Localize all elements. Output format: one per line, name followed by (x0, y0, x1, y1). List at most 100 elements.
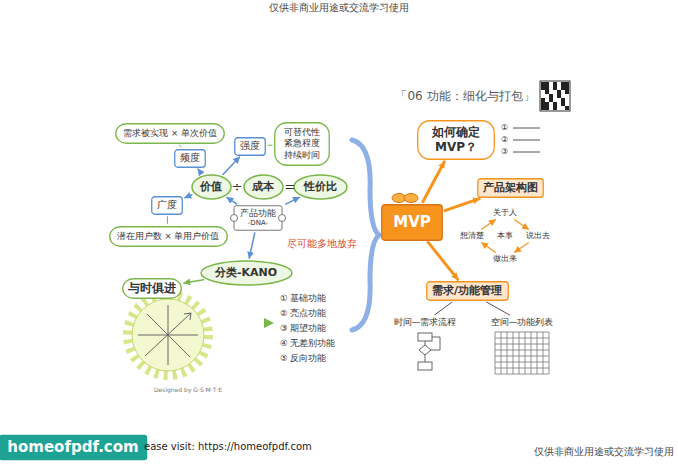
list-lines (513, 128, 540, 152)
node-text: 潜在用户数 × 单用户价值 (117, 231, 220, 242)
box-outline (382, 204, 443, 240)
sun-spikes (128, 295, 208, 375)
cloud-outline (418, 121, 495, 160)
callout-number: ① (501, 123, 508, 133)
qr-module (545, 82, 549, 86)
badge: 与时俱进 (122, 278, 182, 299)
qr-module (545, 106, 549, 110)
qr-module (541, 86, 545, 90)
box-outline (426, 282, 508, 301)
flow-box (418, 333, 432, 341)
node-text: 产品功能 (240, 208, 276, 219)
operator: ÷ (232, 179, 243, 195)
qr-code (540, 81, 570, 111)
connector (167, 216, 168, 223)
node-text: 性价比 (304, 180, 337, 194)
node-text: 需求被实现 × 单次价值 (123, 128, 217, 139)
connector (286, 197, 300, 204)
scroll-roll (279, 215, 286, 222)
connector (223, 157, 240, 174)
connector (185, 195, 192, 198)
watermark: 仅供非商业用途或交流学习使用 (269, 2, 409, 14)
list-item: ③ 期望功能 (280, 323, 326, 333)
connector (515, 243, 529, 253)
node-text: MVP (393, 213, 431, 232)
qr-module (545, 102, 549, 106)
cycle-step: 做出来 (492, 254, 518, 264)
scroll-banner: 产品功能-DNA- (230, 205, 286, 231)
mini-flowchart (418, 333, 440, 370)
connector (515, 220, 529, 230)
qr-module (565, 106, 569, 110)
time-illustration (128, 295, 208, 375)
watermark: 仅供非商业用途或交流学习使用 (534, 446, 674, 458)
topic-ellipse: 分类-KANO (200, 260, 293, 286)
bow-loop (404, 194, 418, 203)
qr-module (561, 98, 565, 102)
cycle-step: 说出去 (525, 231, 551, 241)
qr-module (561, 102, 565, 106)
note-cloud: 可替代性 紧急程度 持续时间 (274, 122, 330, 166)
node-text: 需求/功能管理 (432, 284, 502, 298)
cycle-step: 时间—需求流程 (393, 317, 458, 328)
connector (227, 197, 237, 203)
flow-box (418, 362, 432, 370)
note-cloud: 需求被实现 × 单次价值 (115, 123, 225, 144)
topic-box: 频度 (174, 149, 206, 168)
function-grid (495, 332, 549, 374)
box-outline (235, 137, 266, 155)
site-note: ease visit: https://homeofpdf.com (144, 441, 312, 453)
qr-module (553, 102, 557, 106)
ellipse-outline (201, 261, 292, 285)
box-outline (175, 149, 206, 167)
connector (482, 220, 496, 230)
qr-module (549, 98, 553, 102)
note-cloud: 如何确定MVP？ (417, 120, 495, 160)
grid-line (495, 374, 549, 375)
qr-module (561, 86, 565, 90)
node-text: 空间—功能列表 (491, 317, 554, 328)
grid-line (495, 356, 549, 357)
topic-box: 产品架构图 (477, 178, 544, 198)
box-outline (477, 179, 543, 198)
node-text: 强度 (240, 140, 260, 153)
topic-ellipse: 成本 (243, 174, 284, 200)
qr-module (565, 86, 569, 90)
cloud-outline (116, 123, 225, 143)
connector (268, 145, 272, 146)
topic-box: 需求/功能管理 (426, 281, 509, 301)
list-item: ⑤ 反向功能 (280, 353, 326, 363)
sun-disc (132, 299, 204, 371)
credit: Designed by G·S·M·T·E (154, 386, 222, 393)
grid-line (495, 338, 549, 339)
topic-ellipse: 性价比 (293, 174, 348, 200)
cycle-step: 关于人 (492, 208, 518, 218)
node-text: 可替代性 紧急程度 持续时间 (282, 127, 322, 161)
cycle-step: 空间—功能列表 (490, 317, 555, 328)
connector (435, 302, 452, 315)
node-text: 关于人 (493, 208, 517, 218)
qr-module (545, 90, 549, 94)
list-item: ① 基础功能 (280, 293, 326, 303)
connector (423, 162, 444, 202)
connector (184, 280, 204, 283)
qr-frame (540, 81, 570, 111)
connector (249, 233, 254, 258)
flow-lines (419, 337, 440, 362)
qr-module (557, 90, 561, 94)
node-text: 做出来 (493, 254, 517, 264)
topic-box: 广度 (151, 196, 183, 215)
grid-line (495, 344, 549, 345)
grid-line (495, 368, 549, 369)
callout-number: ② (501, 135, 508, 145)
node-text: -DNA- (248, 219, 268, 228)
qr-module (565, 82, 569, 86)
callout-number: ③ (501, 147, 508, 157)
node-text: 本事 (497, 231, 513, 241)
connector (482, 243, 496, 253)
pill-outline (123, 278, 182, 298)
list-item: ② 亮点功能 (280, 308, 326, 318)
grid-line (495, 350, 549, 351)
connector (198, 169, 201, 173)
